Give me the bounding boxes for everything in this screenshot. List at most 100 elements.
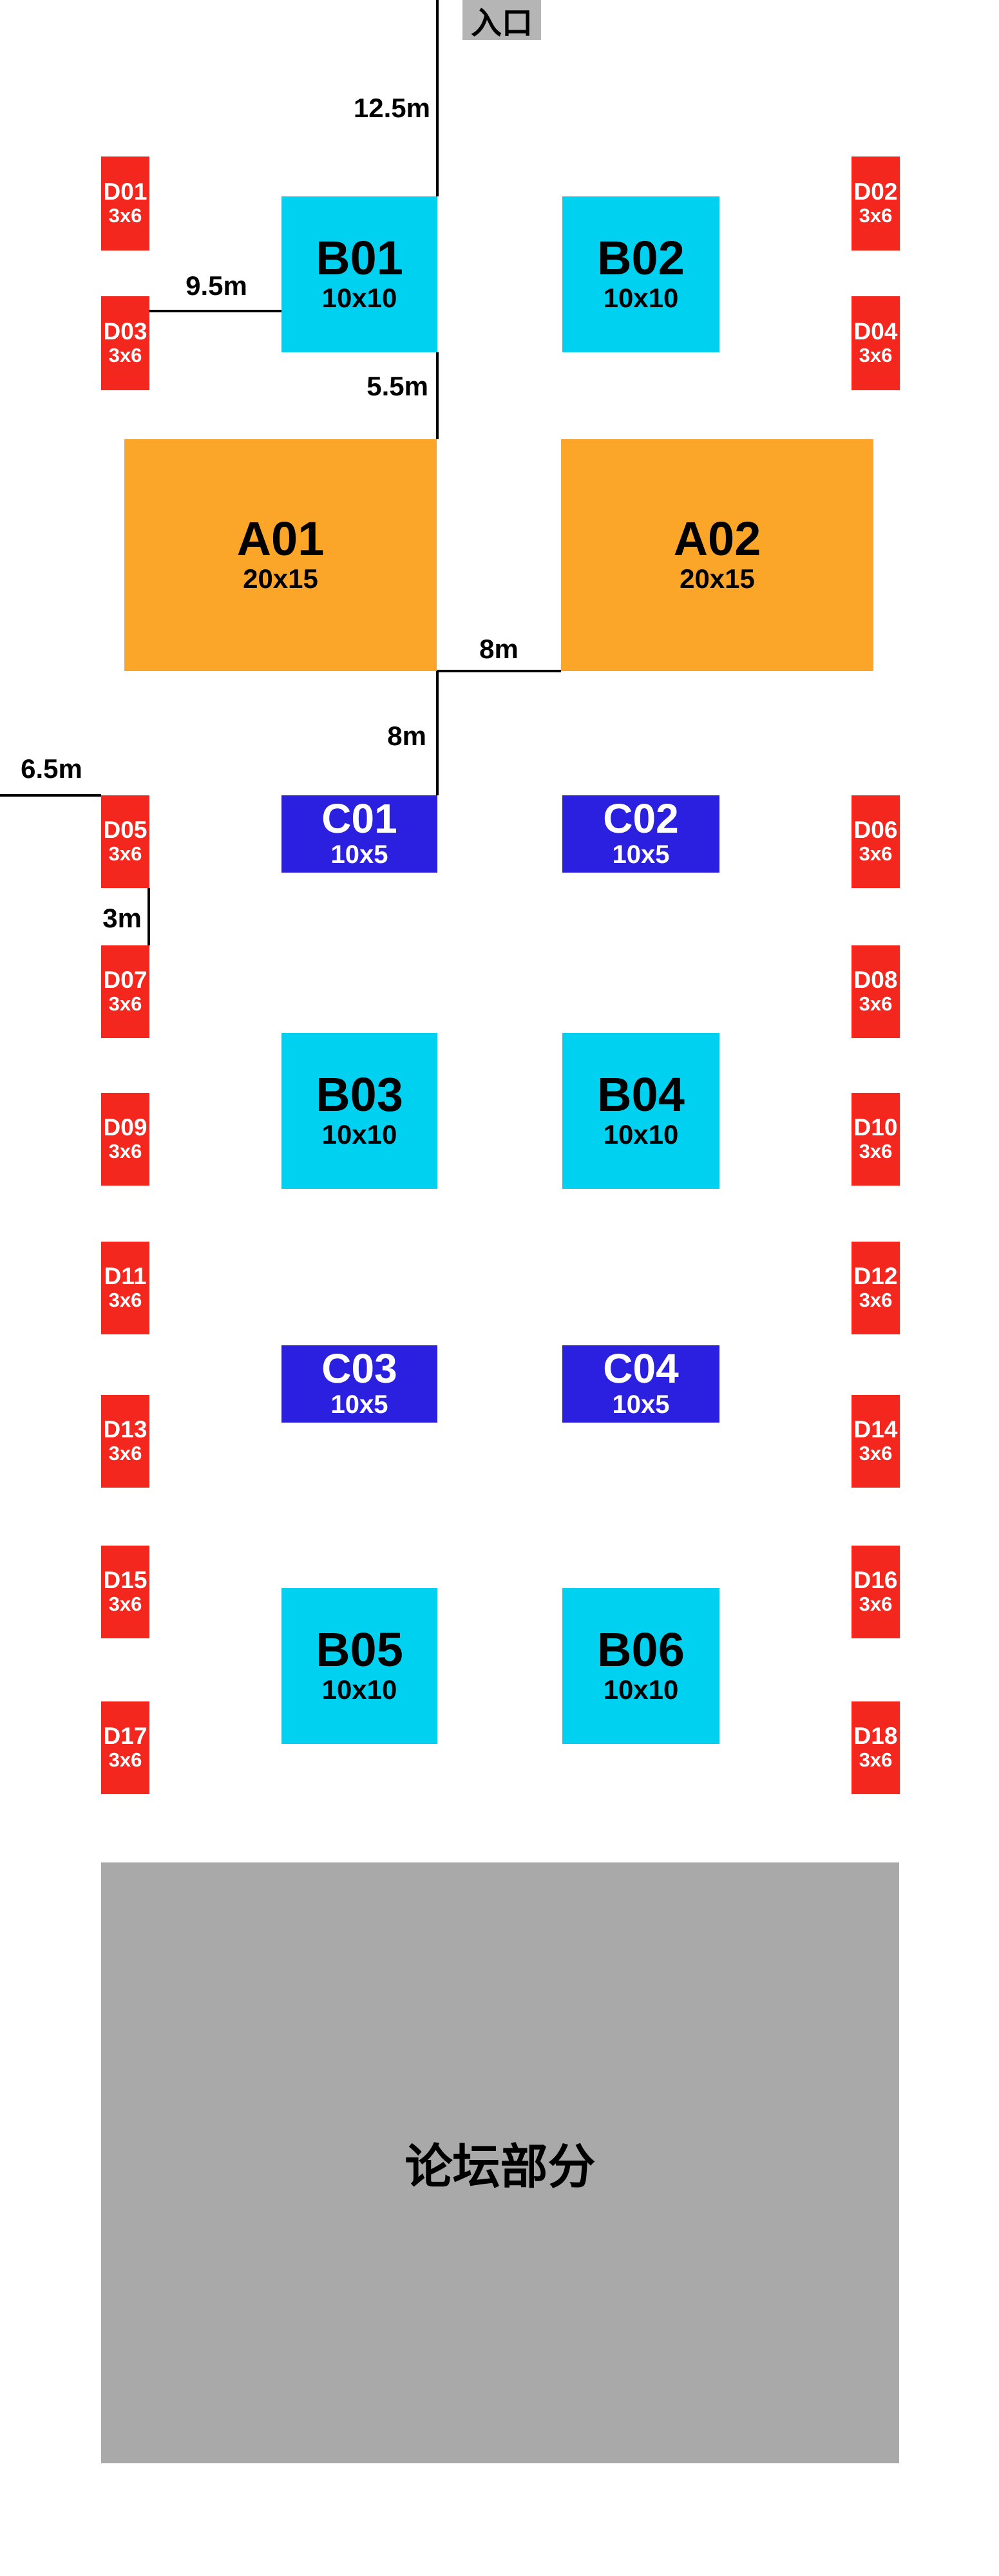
booth-size: 3x6 <box>108 204 142 227</box>
dimension-label: 8m <box>387 721 426 751</box>
booth-code: A02 <box>673 511 761 565</box>
booth-size: 10x5 <box>330 840 388 869</box>
booth-size: 3x6 <box>108 343 142 366</box>
booth-size: 3x6 <box>108 1441 142 1464</box>
booth-code: B03 <box>316 1067 403 1121</box>
booth-size: 3x6 <box>108 1288 142 1311</box>
booth-code: D02 <box>853 178 898 205</box>
booth-size: 3x6 <box>108 1748 142 1771</box>
booth-code: D12 <box>853 1262 898 1289</box>
dimension-line <box>149 310 281 312</box>
booth-code: C02 <box>603 795 679 842</box>
forum-zone: 论坛部分 <box>101 1862 899 2463</box>
booth-code: D08 <box>853 966 898 993</box>
booth-size: 10x10 <box>321 282 397 313</box>
booth-code: A01 <box>236 511 325 565</box>
dimension-line <box>436 671 439 795</box>
booth-code: D03 <box>103 317 147 345</box>
booth-code: D09 <box>103 1113 147 1141</box>
forum-label: 论坛部分 <box>404 2140 596 2193</box>
booth-size: 3x6 <box>859 1441 893 1464</box>
booth-code: D04 <box>853 317 898 345</box>
booth-code: C04 <box>603 1345 679 1392</box>
booth-size: 10x5 <box>612 840 670 869</box>
booth-code: D15 <box>103 1566 147 1593</box>
booth-size: 20x15 <box>680 563 755 594</box>
booth-code: B05 <box>316 1622 403 1676</box>
booth-size: 3x6 <box>859 992 893 1015</box>
booth-code: C03 <box>321 1345 397 1392</box>
booth-size: 10x10 <box>321 1119 397 1150</box>
dimension-label: 12.5m <box>353 93 430 123</box>
booth-code: D07 <box>103 966 147 993</box>
booth-size: 3x6 <box>859 343 893 366</box>
booth-code: D01 <box>103 178 147 205</box>
booth-size: 10x10 <box>603 1674 679 1705</box>
booth-code: D16 <box>853 1566 898 1593</box>
booth-code: B04 <box>597 1067 685 1121</box>
booth-size: 3x6 <box>859 1139 893 1162</box>
dimension-line <box>436 0 439 196</box>
booth-code: D13 <box>103 1416 147 1443</box>
booth-size: 3x6 <box>859 1592 893 1615</box>
booth-code: D11 <box>104 1262 147 1289</box>
booth-size: 3x6 <box>108 1592 142 1615</box>
dimension-label: 9.5m <box>186 270 247 301</box>
booth-size: 10x5 <box>612 1390 670 1419</box>
entrance-sign: 入口 <box>462 0 541 41</box>
booth-code: B02 <box>597 231 685 285</box>
dimension-label: 3m <box>102 903 142 933</box>
booth-size: 3x6 <box>859 204 893 227</box>
booth-code: B06 <box>597 1622 685 1676</box>
dimension-line <box>436 352 439 439</box>
booth-size: 10x10 <box>603 1119 679 1150</box>
dimension-label: 8m <box>479 634 519 664</box>
dimension-line <box>437 670 561 672</box>
dimension-label: 5.5m <box>366 371 428 401</box>
booth-code: D18 <box>853 1722 898 1749</box>
dimension-line <box>0 794 101 797</box>
booth-size: 20x15 <box>243 563 318 594</box>
booth-code: B01 <box>316 231 403 285</box>
booth-code: D14 <box>853 1416 898 1443</box>
entrance-label: 入口 <box>470 6 533 41</box>
booth-size: 3x6 <box>859 1288 893 1311</box>
booth-code: D17 <box>103 1722 147 1749</box>
booth-size: 3x6 <box>108 992 142 1015</box>
booth-code: C01 <box>321 795 397 842</box>
dimension-line <box>147 888 150 945</box>
booth-size: 3x6 <box>859 842 893 865</box>
booth-size: 10x10 <box>603 282 679 313</box>
booth-code: D06 <box>853 816 898 843</box>
booth-size: 3x6 <box>108 842 142 865</box>
booth-size: 3x6 <box>859 1748 893 1771</box>
